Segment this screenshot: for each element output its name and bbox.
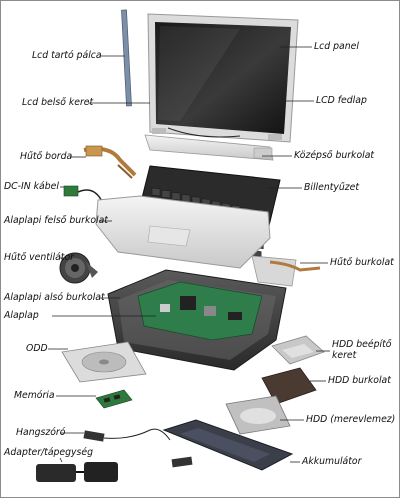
lcd-assembly — [147, 13, 299, 143]
heat-cover — [251, 255, 321, 287]
label-lcd-cover: LCD fedlap — [316, 95, 367, 106]
optical-drive — [61, 341, 147, 383]
label-power-adapter: Adapter/tápegység — [4, 447, 94, 458]
label-battery: Akkumulátor — [302, 456, 362, 467]
upper-base-cover — [95, 195, 271, 269]
label-upper-base-cover: Alaplapi felső burkolat — [4, 215, 108, 226]
label-middle-cover: Középső burkolat — [294, 150, 375, 161]
label-speaker: Hangszóró — [16, 427, 66, 438]
power-adapter — [36, 462, 118, 482]
keyboard-key — [151, 187, 161, 197]
cooling-fan — [59, 252, 98, 284]
hdd-cover — [261, 367, 317, 405]
hdd-frame — [271, 335, 325, 365]
label-hdd-cover: HDD burkolat — [328, 375, 391, 386]
label-lcd-inner-frame: Lcd belső keret — [22, 97, 94, 108]
label-heat-cover: Hűtő burkolat — [330, 257, 394, 268]
leader-lines — [48, 46, 330, 463]
keyboard-key — [161, 189, 171, 199]
hard-disk — [225, 395, 291, 435]
motherboard — [137, 281, 263, 341]
memory-module — [95, 389, 133, 409]
keyboard-key — [171, 192, 181, 201]
label-motherboard: Alaplap — [4, 310, 39, 321]
label-bottom-base-cover: Alaplapi alsó burkolat — [4, 292, 105, 303]
label-heatsink: Hűtő borda — [20, 151, 73, 162]
heatsink — [83, 145, 137, 179]
label-hard-disk: HDD (merevlemez) — [306, 414, 396, 425]
label-hdd-frame: HDD beépítő keret — [332, 339, 392, 361]
lcd-holder-rod — [121, 9, 132, 107]
label-memory: Memória — [14, 390, 55, 401]
label-lcd-holder-rod: Lcd tartó pálca — [32, 50, 102, 61]
label-optical-drive: ODD — [26, 343, 48, 354]
label-lcd-panel: Lcd panel — [314, 41, 359, 52]
label-cooling-fan: Hűtő ventilátor — [4, 252, 74, 263]
middle-cover — [144, 134, 274, 161]
label-keyboard: Billentyűzet — [304, 182, 360, 193]
battery — [162, 419, 294, 471]
label-dc-in-cable: DC-IN kábel — [4, 181, 59, 192]
speakers — [83, 428, 193, 468]
